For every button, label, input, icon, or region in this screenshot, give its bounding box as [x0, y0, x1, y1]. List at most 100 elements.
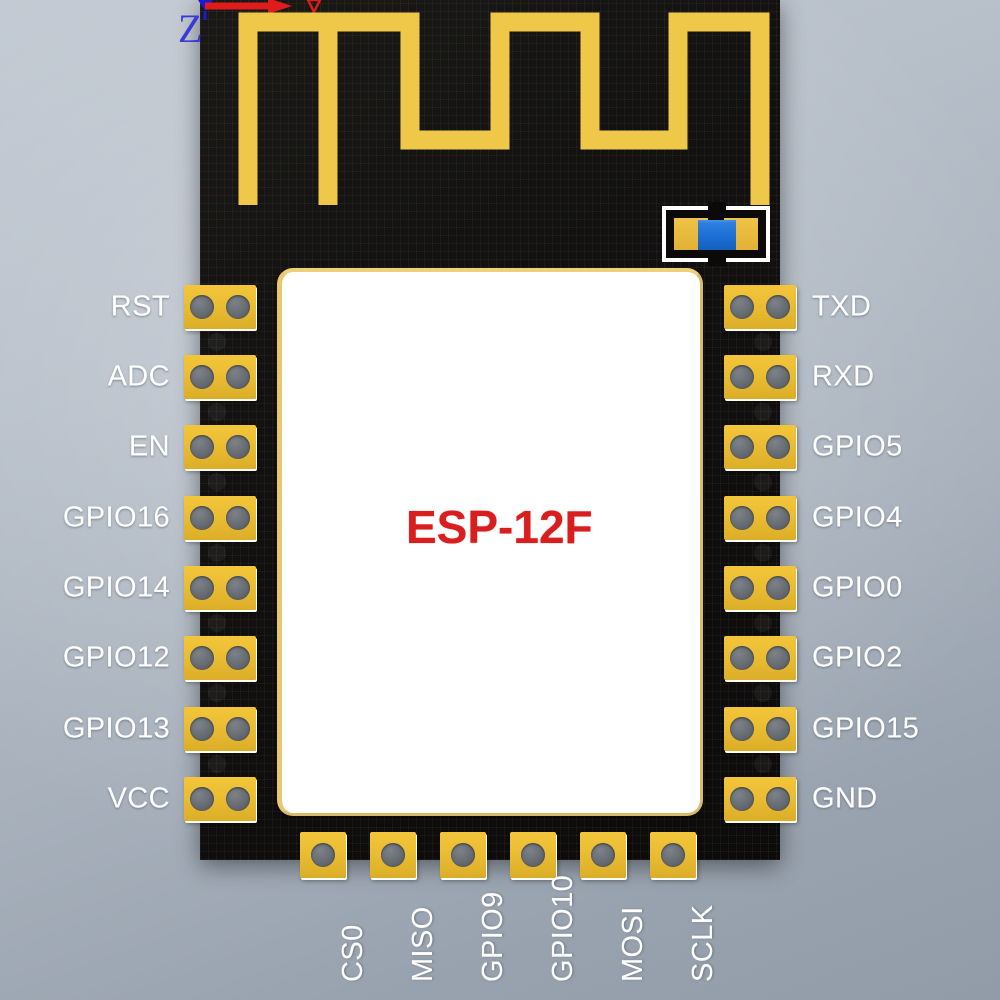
pad-hole: [190, 717, 214, 741]
pin-pad-left-5: [184, 636, 256, 680]
pin-label-left-gpio13: GPIO13: [62, 712, 170, 745]
castellation-mark: [754, 544, 772, 562]
pin-pad-left-0: [184, 285, 256, 329]
pin-pad-bottom-1: [370, 832, 416, 878]
castellation-mark: [754, 333, 772, 351]
pad-hole: [730, 295, 754, 319]
axis-z-label: Z: [178, 6, 202, 51]
pin-pad-left-6: [184, 707, 256, 751]
pin-pad-right-3: [724, 496, 796, 540]
pad-hole: [730, 435, 754, 459]
castellation-mark: [754, 403, 772, 421]
pin-pad-right-5: [724, 636, 796, 680]
axis-y-marker: [306, 0, 322, 15]
pad-hole: [766, 506, 790, 530]
pad-hole: [381, 843, 405, 867]
pad-hole: [521, 843, 545, 867]
pad-hole: [591, 843, 615, 867]
pin-label-left-en: EN: [128, 430, 170, 463]
pin-label-left-adc: ADC: [107, 360, 170, 393]
castellation-mark: [208, 403, 226, 421]
pin-pad-bottom-0: [300, 832, 346, 878]
pin-pad-right-0: [724, 285, 796, 329]
pad-hole: [451, 843, 475, 867]
pin-label-bottom-cs0: CS0: [337, 924, 369, 982]
pin-pad-right-1: [724, 355, 796, 399]
pin-label-right-gpio5: GPIO5: [812, 430, 903, 463]
pin-pad-left-4: [184, 566, 256, 610]
pad-hole: [190, 435, 214, 459]
pad-hole: [766, 295, 790, 319]
pin-pad-bottom-3: [510, 832, 556, 878]
chip-part-number: ESP-12F: [406, 501, 593, 553]
pad-hole: [766, 576, 790, 600]
pin-label-right-rxd: RXD: [812, 360, 875, 393]
pin-pad-bottom-4: [580, 832, 626, 878]
pad-hole: [730, 576, 754, 600]
pin-pad-bottom-5: [650, 832, 696, 878]
pad-hole: [730, 506, 754, 530]
pin-pad-left-1: [184, 355, 256, 399]
pin-pad-right-2: [724, 425, 796, 469]
castellation-mark: [208, 473, 226, 491]
pin-label-bottom-gpio9: GPIO9: [477, 891, 509, 982]
pin-label-left-gpio16: GPIO16: [62, 501, 170, 534]
pad-hole: [226, 365, 250, 389]
pad-hole: [766, 365, 790, 389]
pad-hole: [190, 295, 214, 319]
pad-hole: [766, 717, 790, 741]
pad-hole: [661, 843, 685, 867]
pad-hole: [226, 646, 250, 670]
pin-label-left-gpio14: GPIO14: [62, 571, 170, 604]
pad-hole: [226, 506, 250, 530]
axis-x-arrow-head: [268, 0, 292, 14]
pad-hole: [226, 787, 250, 811]
pin-label-bottom-gpio10: GPIO10: [547, 874, 579, 982]
pin-label-right-gnd: GND: [812, 782, 878, 815]
pad-hole: [730, 717, 754, 741]
castellation-mark: [208, 544, 226, 562]
pad-hole: [311, 843, 335, 867]
smd-outline-notch-top: [708, 202, 726, 214]
rf-shield-can: [277, 268, 703, 816]
pad-hole: [226, 295, 250, 319]
castellation-mark: [208, 755, 226, 773]
pad-hole: [226, 435, 250, 459]
pin-label-right-txd: TXD: [812, 290, 872, 323]
pad-hole: [190, 787, 214, 811]
pin-label-left-gpio12: GPIO12: [62, 641, 170, 674]
pad-hole: [190, 365, 214, 389]
pad-hole: [730, 646, 754, 670]
pad-hole: [226, 717, 250, 741]
pin-pad-left-7: [184, 777, 256, 821]
castellation-mark: [208, 333, 226, 351]
pad-hole: [190, 506, 214, 530]
pin-pad-left-2: [184, 425, 256, 469]
smd-outline-notch-bottom: [708, 254, 726, 266]
pin-pad-bottom-2: [440, 832, 486, 878]
castellation-mark: [754, 614, 772, 632]
pad-hole: [730, 365, 754, 389]
pin-pad-right-7: [724, 777, 796, 821]
pad-hole: [730, 787, 754, 811]
pin-pad-right-4: [724, 566, 796, 610]
axis-gizmo: Z: [160, 0, 330, 58]
castellation-mark: [754, 473, 772, 491]
pad-hole: [766, 435, 790, 459]
pad-hole: [190, 646, 214, 670]
pad-hole: [190, 576, 214, 600]
pin-pad-right-6: [724, 707, 796, 751]
pin-label-left-vcc: VCC: [107, 782, 170, 815]
castellation-mark: [208, 684, 226, 702]
pin-label-right-gpio15: GPIO15: [812, 712, 920, 745]
castellation-mark: [754, 684, 772, 702]
pin-pad-left-3: [184, 496, 256, 540]
pin-label-bottom-sclk: SCLK: [687, 904, 719, 982]
castellation-mark: [754, 755, 772, 773]
pin-label-bottom-mosi: MOSI: [617, 906, 649, 982]
pin-label-right-gpio4: GPIO4: [812, 501, 903, 534]
pin-label-right-gpio0: GPIO0: [812, 571, 903, 604]
smd-body: [698, 220, 736, 250]
pin-label-right-gpio2: GPIO2: [812, 641, 903, 674]
pin-label-bottom-miso: MISO: [407, 906, 439, 982]
